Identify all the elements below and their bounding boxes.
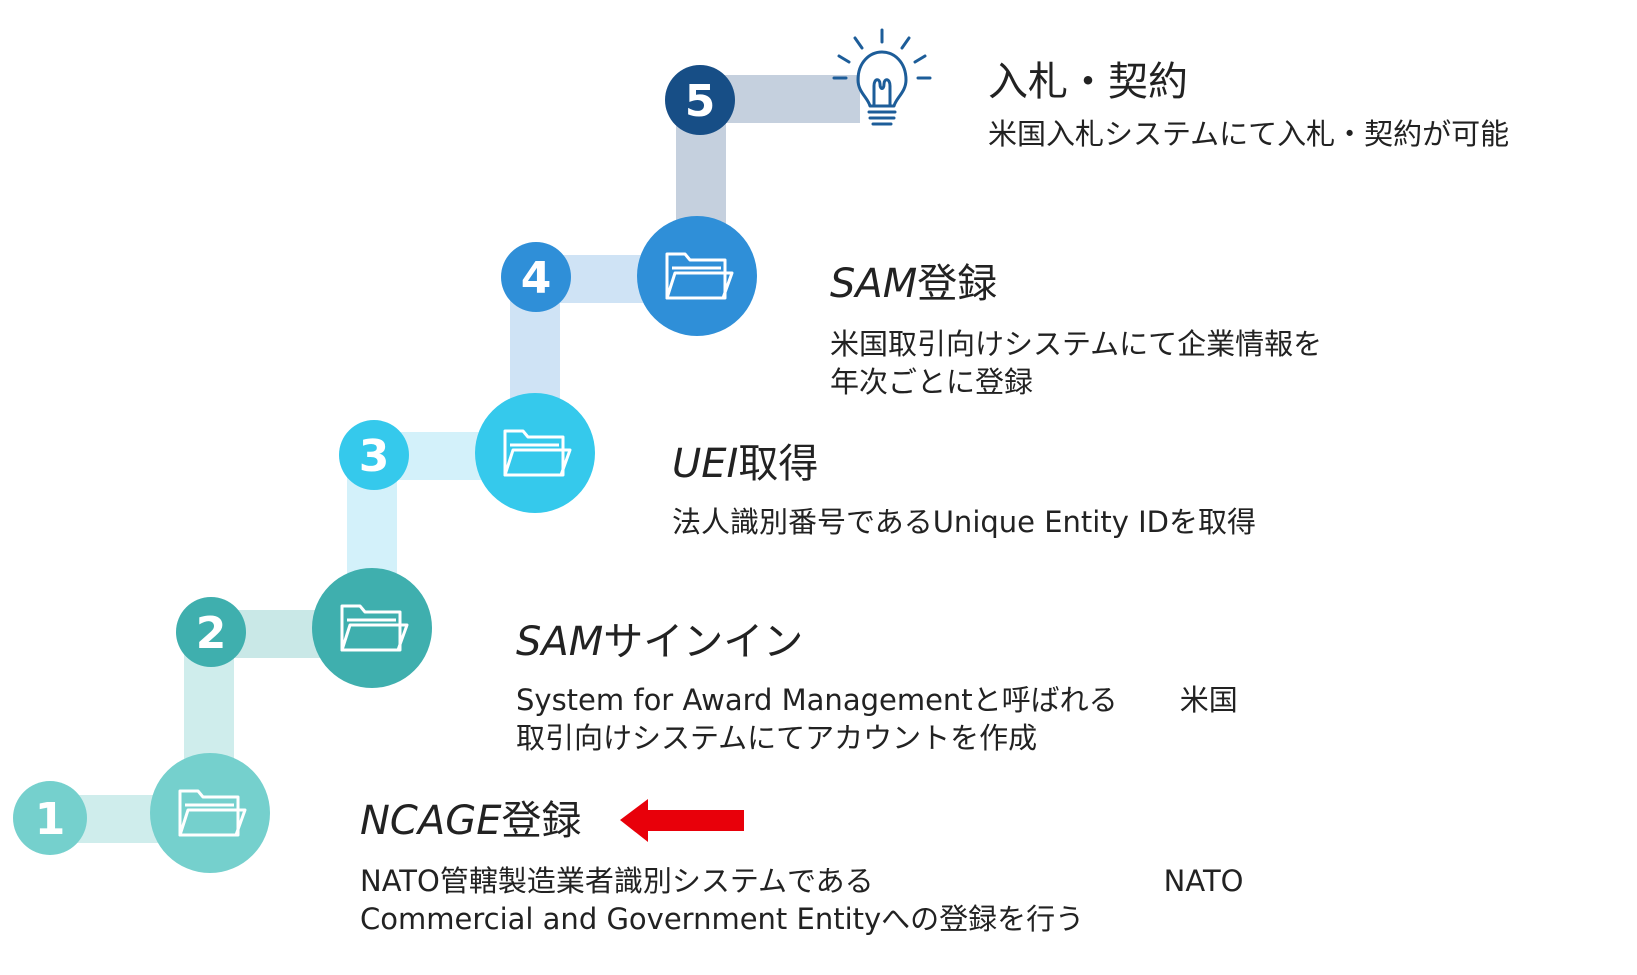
step-5-description: 米国入札システムにて入札・契約が可能 [988, 115, 1509, 153]
step-1-title-rest: 登録 [501, 798, 582, 844]
step-4-desc-line2: 年次ごとに登録 [830, 365, 1034, 399]
step-3-description: 法人識別番号であるUnique Entity IDを取得 [672, 503, 1256, 541]
step-2-title-rest: サインイン [603, 619, 804, 665]
folder-icon [340, 604, 409, 652]
step-1-desc-line1: NATO管轄製造業者識別システムである NATO [360, 862, 1244, 900]
step-1-number-badge: 1 [13, 781, 87, 855]
step-2-desc-line1-a: System for Award Managementと呼ばれる [516, 683, 1118, 717]
step-2-desc-line1-b: 米国 [1179, 683, 1238, 717]
step-4-title-rest: 登録 [917, 261, 998, 307]
step-5-number-badge: 5 [665, 65, 735, 135]
step-3-title-em: UEI [672, 441, 739, 487]
step-2-desc-line2: 取引向けシステムにてアカウントを作成 [516, 721, 1038, 755]
step-3-number: 3 [359, 431, 390, 482]
step-4-title-em: SAM [830, 261, 918, 307]
arrow-left-icon [620, 799, 744, 842]
step-1-title: NCAGE登録 [360, 797, 581, 845]
step-3-number-badge: 3 [339, 420, 409, 490]
step-1-desc-line1-b: NATO [1163, 864, 1244, 898]
step-2-folder-circle [312, 568, 432, 688]
step-4-title: SAM登録 [830, 260, 997, 308]
step-5-title-text: 入札・契約 [988, 59, 1188, 105]
step-2-number-badge: 2 [176, 597, 246, 667]
step-2-number: 2 [196, 608, 227, 659]
folder-icon [665, 252, 734, 300]
step-1-folder-circle [150, 753, 270, 873]
step-4-folder-circle [637, 216, 757, 336]
step-3-title-rest: 取得 [738, 441, 819, 487]
step-4-number: 4 [521, 253, 552, 304]
step-5-number: 5 [685, 76, 716, 127]
step-2-title: SAMサインイン [516, 618, 803, 666]
folder-icon [178, 789, 247, 837]
step-3-folder-circle [475, 393, 595, 513]
step-1-description: NATO管轄製造業者識別システムである NATO Commercial and G… [360, 862, 1244, 938]
lightbulb-icon [832, 28, 932, 126]
step-3-title: UEI取得 [672, 440, 818, 488]
step-2-title-em: SAM [516, 619, 604, 665]
step-1-title-em: NCAGE [360, 798, 502, 844]
step-4-desc-line1: 米国取引向けシステムにて企業情報を [830, 327, 1323, 361]
step-5-title: 入札・契約 [988, 58, 1188, 106]
step-4-number-badge: 4 [501, 242, 571, 312]
step-1-number: 1 [35, 794, 66, 845]
step-2-desc-line1: System for Award Managementと呼ばれる 米国 [516, 681, 1238, 719]
step-4-description: 米国取引向けシステムにて企業情報を 年次ごとに登録 [830, 325, 1322, 401]
step-5-desc-line1: 米国入札システムにて入札・契約が可能 [988, 117, 1510, 151]
folder-icon [503, 429, 572, 477]
step-1-desc-line2: Commercial and Government Entityへの登録を行う [360, 902, 1085, 936]
step-1-desc-line1-a: NATO管轄製造業者識別システムである [360, 864, 874, 898]
step-3-desc-line1: 法人識別番号であるUnique Entity IDを取得 [672, 505, 1256, 539]
step-2-description: System for Award Managementと呼ばれる 米国 取引向けシ… [516, 681, 1238, 757]
